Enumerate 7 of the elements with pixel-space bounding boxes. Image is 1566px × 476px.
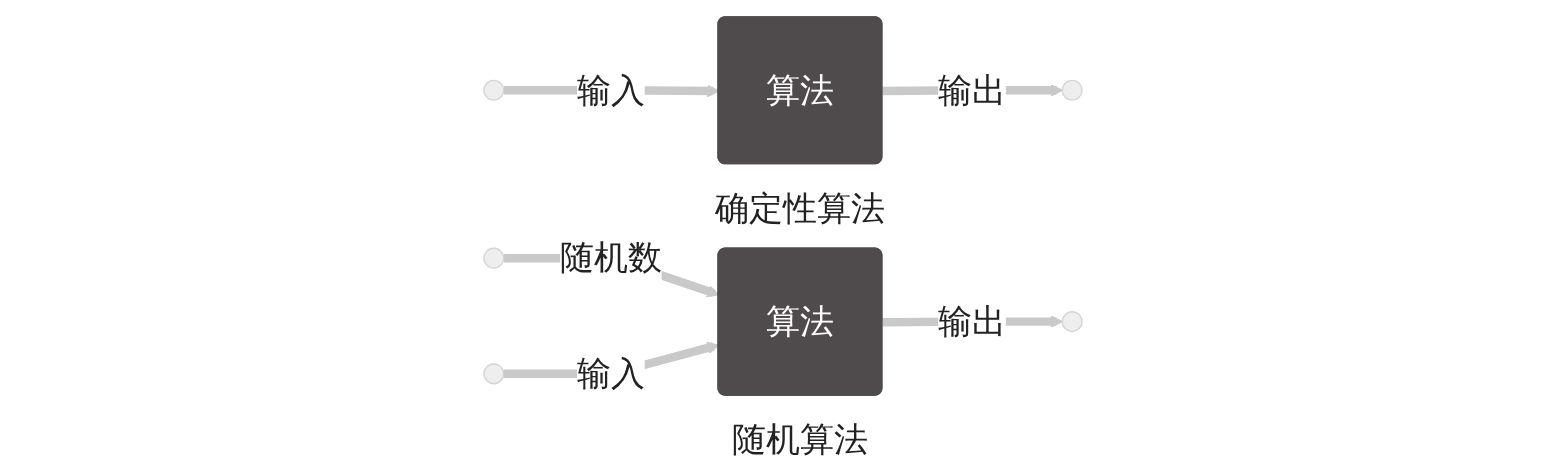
edge-label: 随机数 [560,239,662,277]
node-caption: 确定性算法 [714,190,885,228]
edge-label: 输出 [938,71,1006,109]
edge-label: 输入 [577,355,645,393]
edge-label: 输入 [577,71,645,109]
node-caption: 随机算法 [731,421,868,459]
edge-label: 输出 [938,303,1006,340]
